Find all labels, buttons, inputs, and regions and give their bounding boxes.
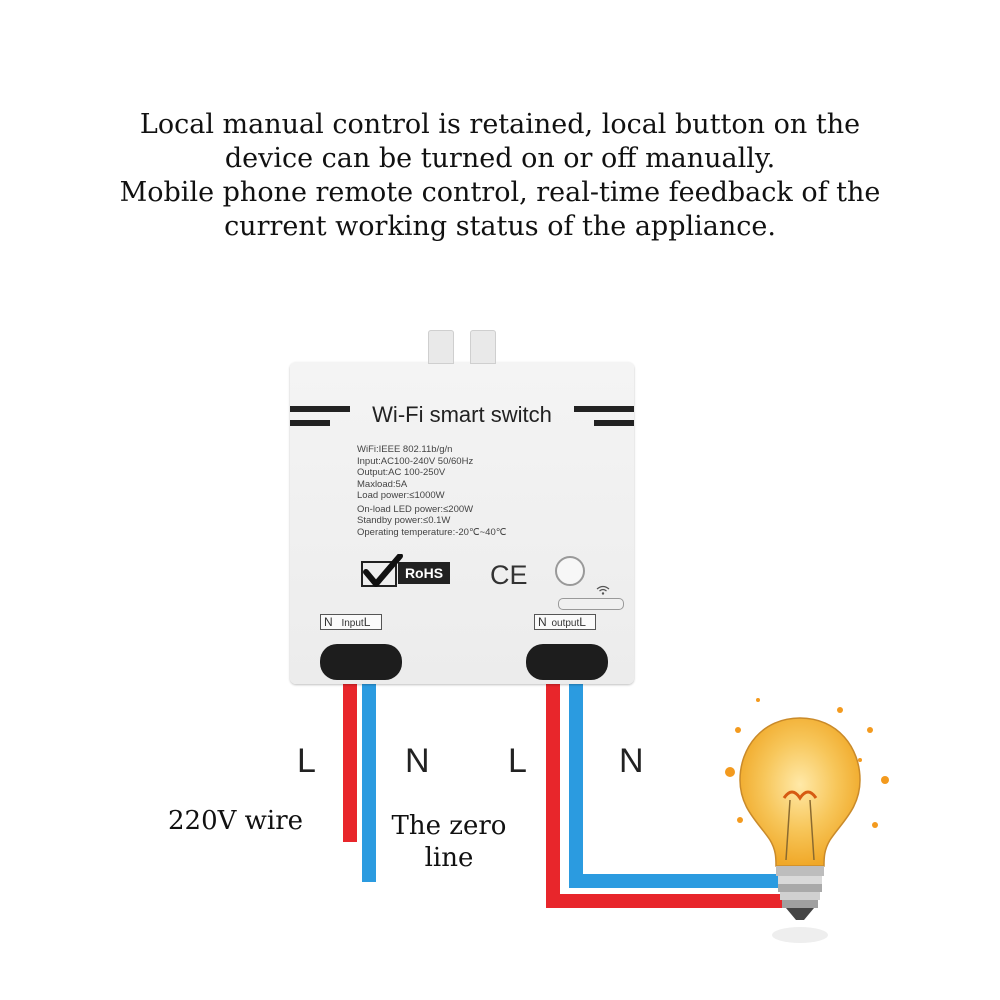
light-bulb-icon	[725, 698, 889, 943]
input-terminal-label: N InputL	[320, 614, 382, 630]
spec-item: Load power:≤1000W	[357, 490, 445, 501]
output-live-wire-horizontal	[546, 894, 786, 908]
output-terminal-label: N outputL	[534, 614, 596, 630]
spec-item: Output:AC 100-250V	[357, 467, 446, 478]
divider-right-top	[574, 406, 634, 412]
output-neutral-wire-horizontal	[569, 874, 786, 888]
output-l-label: L	[508, 742, 527, 780]
spec-list: WiFi:IEEE 802.11b/g/n Input:AC100-240V 5…	[357, 444, 506, 538]
output-n-label: N	[619, 742, 644, 780]
headline-line-3: Mobile phone remote control, real-time f…	[119, 177, 881, 208]
headline-line-2: device can be turned on or off manually.	[224, 143, 776, 174]
input-terminal-l: L	[363, 615, 371, 629]
spec-item: Operating temperature:-20℃~40℃	[357, 526, 507, 538]
device-tab-right	[470, 330, 496, 364]
device-title: Wi-Fi smart switch	[372, 402, 552, 427]
status-indicator	[558, 598, 624, 610]
spec-item: Maxload:5A	[357, 478, 408, 490]
divider-right-bottom	[594, 420, 634, 426]
ce-mark: CE	[490, 560, 528, 590]
output-neutral-wire-vertical	[569, 680, 583, 888]
input-terminal-text: Input	[341, 618, 364, 629]
wifi-icon	[596, 585, 610, 595]
spec-item: Input:AC100-240V 50/60Hz	[357, 455, 474, 467]
rohs-badge: RoHS	[360, 554, 450, 588]
headline-line-1: Local manual control is retained, local …	[139, 109, 861, 140]
divider-left-bottom	[290, 420, 330, 426]
smart-switch-device: Wi-Fi smart switch WiFi:IEEE 802.11b/g/n…	[290, 330, 634, 684]
device-tab-left	[428, 330, 454, 364]
check-mark-icon	[361, 554, 403, 587]
output-terminal-l: L	[579, 615, 586, 629]
input-n-label: N	[405, 742, 430, 780]
input-terminal	[320, 644, 402, 680]
input-neutral-wire	[362, 680, 376, 882]
headline-line-4: current working status of the appliance.	[224, 211, 776, 242]
spec-item: WiFi:IEEE 802.11b/g/n	[357, 444, 453, 455]
headline: Local manual control is retained, local …	[60, 108, 940, 244]
spec-item: Standby power:≤0.1W	[357, 515, 451, 526]
output-terminal	[526, 644, 608, 680]
spec-item: On-load LED power:≤200W	[357, 503, 474, 515]
output-terminal-n: N	[538, 615, 547, 629]
output-terminal-text: output	[551, 618, 580, 629]
input-live-wire	[343, 680, 357, 842]
live-wire-caption: 220V wire	[168, 806, 304, 836]
input-l-label: L	[297, 742, 316, 780]
output-live-wire-vertical	[546, 680, 560, 908]
rohs-label: RoHS	[398, 562, 450, 584]
input-terminal-n: N	[324, 615, 333, 629]
neutral-wire-caption: The zero line	[384, 810, 514, 874]
divider-left-top	[290, 406, 350, 412]
neutral-caption-line-1: The zero	[391, 811, 507, 841]
manual-control-button[interactable]	[555, 556, 585, 586]
neutral-caption-line-2: line	[424, 843, 474, 873]
